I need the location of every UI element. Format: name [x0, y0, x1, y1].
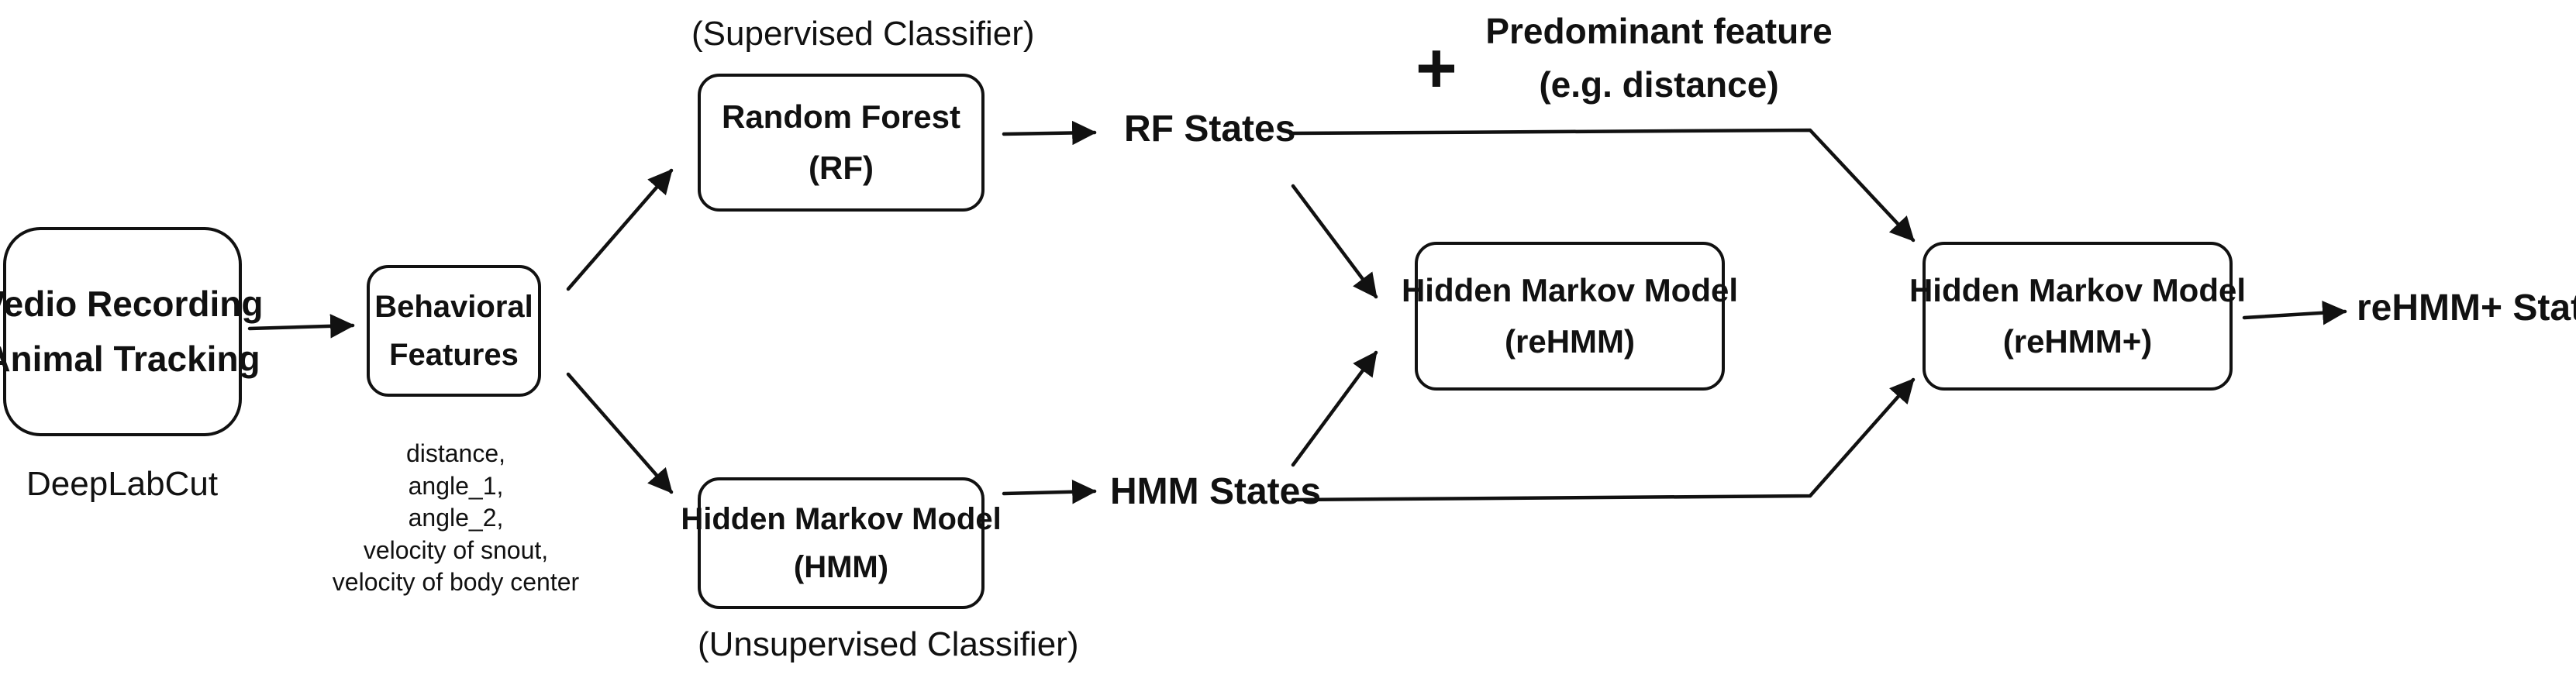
arrow-hmm-to-hmm-states	[1002, 479, 1097, 504]
random-forest-line1: Random Forest	[721, 98, 961, 135]
rehmm-line1: Hidden Markov Model	[1401, 271, 1739, 308]
hmm-line1: Hidden Markov Model	[681, 502, 1002, 536]
rehmm-plus-line2: (reHMM+)	[2002, 323, 2153, 360]
unsupervised-classifier-caption: (Unsupervised Classifier)	[698, 625, 1079, 663]
predominant-feature-line1: Predominant feature	[1485, 11, 1833, 51]
arrow-rf-states-to-rehmm	[1291, 184, 1378, 299]
rehmm-box: Hidden Markov Model (reHMM)	[1402, 242, 1738, 391]
rehmm-plus-line1: Hidden Markov Model	[1909, 271, 2247, 308]
feature-item-snout-velocity: velocity of snout,	[363, 535, 549, 564]
supervised-classifier-caption: (Supervised Classifier)	[691, 15, 1035, 53]
behavioral-features-line1: Behavioral	[374, 290, 533, 324]
predominant-feature-label: Predominant feature (e.g. distance)	[1473, 5, 1845, 112]
hmm-box: Hidden Markov Model (HMM)	[681, 477, 1002, 609]
feature-item-distance: distance,	[405, 439, 506, 467]
arrow-rf-states-to-rehmm-plus	[1291, 128, 1916, 243]
plus-symbol: +	[1416, 29, 1457, 108]
arrow-features-to-hmm	[566, 372, 674, 494]
video-tracking-line1: Vedio Recording	[0, 283, 264, 324]
behavioral-features-box: Behavioral Features	[367, 265, 541, 397]
arrow-tracking-to-features	[247, 314, 355, 339]
rf-states-label: RF States	[1124, 108, 1296, 150]
hmm-line2: (HMM)	[793, 550, 889, 584]
behavioral-features-line2: Features	[389, 338, 519, 372]
rehmm-plus-states-label: reHMM+ States	[2357, 287, 2576, 329]
deeplabcut-caption: DeepLabCut	[26, 465, 219, 503]
predominant-feature-line2: (e.g. distance)	[1539, 64, 1779, 105]
hmm-states-label: HMM States	[1110, 471, 1322, 512]
feature-item-angle-1: angle_1,	[408, 471, 504, 500]
random-forest-box: Random Forest (RF)	[698, 74, 985, 212]
video-tracking-box: Vedio Recording Animal Tracking	[0, 227, 263, 436]
feature-item-angle-2: angle_2,	[408, 504, 504, 532]
video-tracking-line2: Animal Tracking	[0, 339, 260, 379]
rehmm-plus-box: Hidden Markov Model (reHMM+)	[1909, 242, 2246, 391]
rehmm-line2: (reHMM)	[1505, 323, 1635, 360]
arrow-rehmm-plus-to-output	[2242, 301, 2347, 325]
arrow-hmm-states-to-rehmm	[1291, 350, 1378, 467]
arrow-hmm-states-to-rehmm-plus	[1291, 377, 1916, 502]
random-forest-line2: (RF)	[809, 150, 874, 186]
feature-item-body-velocity: velocity of body center	[332, 568, 580, 597]
feature-list: distance, angle_1, angle_2, velocity of …	[324, 438, 588, 599]
arrow-rf-to-rf-states	[1002, 120, 1097, 146]
arrow-features-to-rf	[566, 168, 674, 291]
